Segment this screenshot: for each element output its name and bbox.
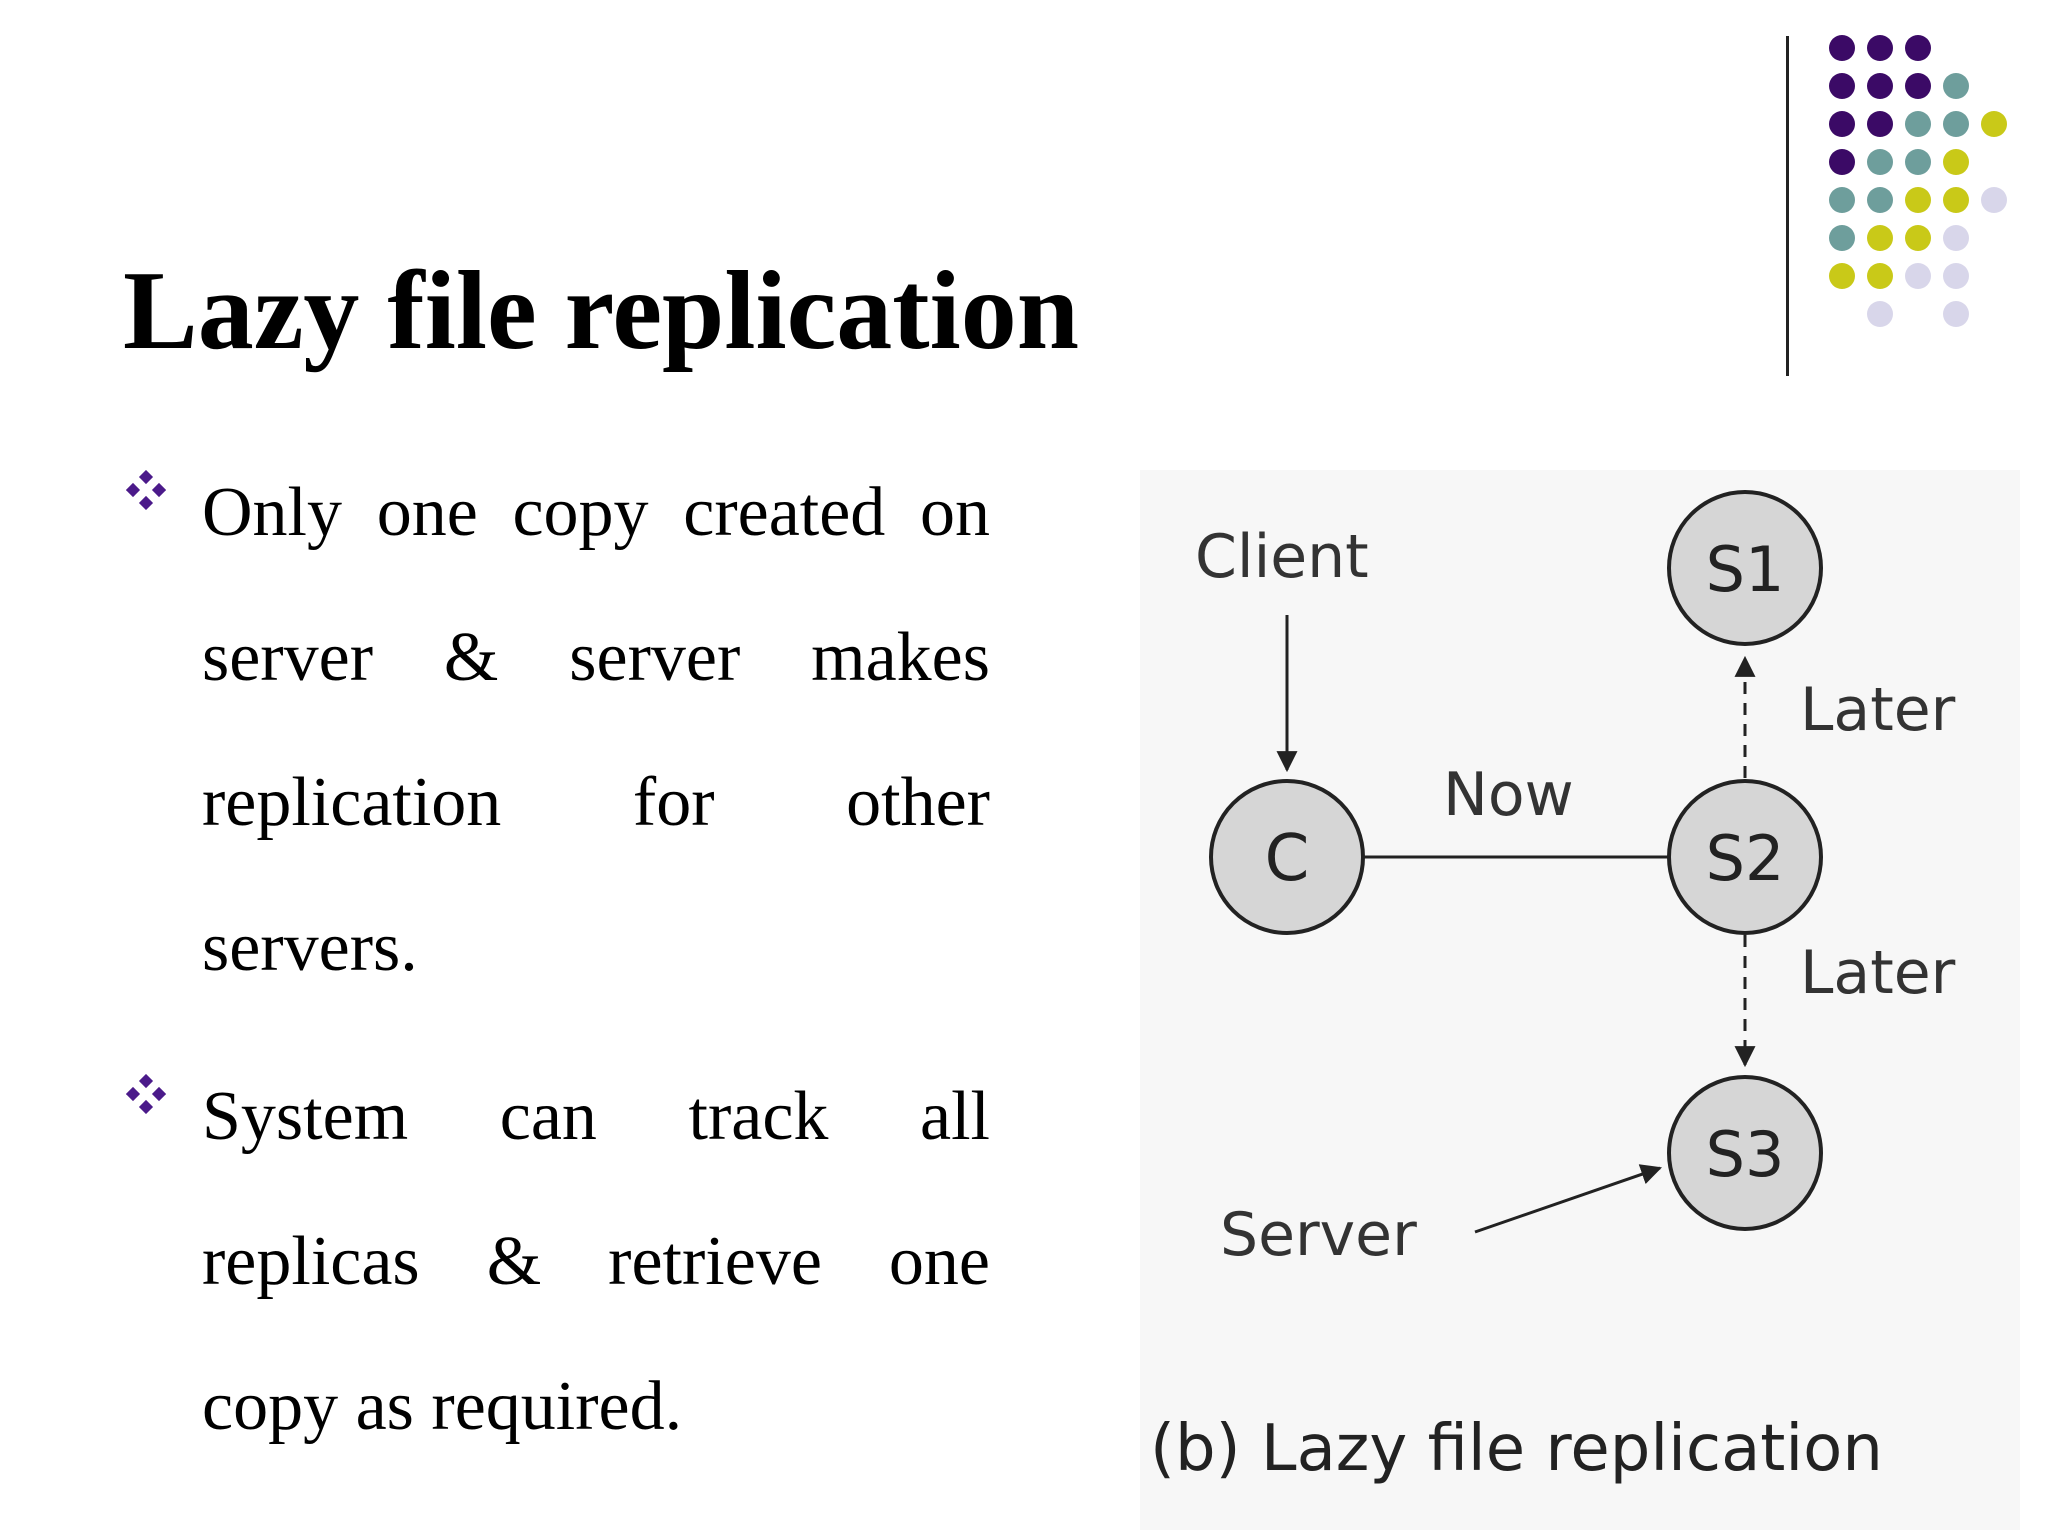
decorative-dot <box>1829 35 1855 61</box>
decorative-dot <box>1943 225 1969 251</box>
node-s3-label: S3 <box>1706 1118 1785 1191</box>
bullet-item: System can track all replicas & retrieve… <box>120 1044 990 1479</box>
decorative-dot <box>1943 149 1969 175</box>
decorative-dot <box>1943 301 1969 327</box>
slide-title: Lazy file replication <box>123 249 1079 374</box>
diamond-bullet-icon <box>126 1074 166 1114</box>
decorative-dot <box>1943 187 1969 213</box>
now-label: Now <box>1443 760 1574 830</box>
decorative-dot <box>1829 149 1855 175</box>
decorative-dot <box>1943 263 1969 289</box>
decorative-dot <box>1981 111 2007 137</box>
node-s3 <box>1667 1075 1823 1231</box>
node-s1-label: S1 <box>1706 533 1785 606</box>
bullet-text: Only one copy created on server & server… <box>202 474 990 986</box>
node-s1 <box>1667 490 1823 646</box>
decorative-dot <box>1867 35 1893 61</box>
bullet-list: Only one copy created on server & server… <box>120 440 990 1503</box>
decorative-dot-grid <box>1829 35 2007 327</box>
decorative-dot <box>1829 73 1855 99</box>
decorative-dot <box>1867 263 1893 289</box>
later-up-label: Later <box>1800 675 1956 745</box>
decorative-dot <box>1867 149 1893 175</box>
replication-diagram-svg: Client C Now S1 S2 S3 Later Later Serve <box>1150 490 1956 1486</box>
decorative-dot <box>1829 187 1855 213</box>
decorative-dot <box>1867 225 1893 251</box>
decorative-dot <box>1829 263 1855 289</box>
decorative-dot <box>1981 187 2007 213</box>
bullet-text: System can track all replicas & retrieve… <box>202 1078 990 1445</box>
replication-diagram: Client C Now S1 S2 S3 Later Later Serve <box>1140 470 2020 1530</box>
decorative-dot <box>1905 73 1931 99</box>
decorative-dot <box>1905 111 1931 137</box>
client-label: Client <box>1195 522 1369 592</box>
bullet-item: Only one copy created on server & server… <box>120 440 990 1020</box>
decorative-dot <box>1905 35 1931 61</box>
decorative-dot <box>1943 111 1969 137</box>
decorative-dot <box>1829 111 1855 137</box>
decorative-divider <box>1786 36 1789 376</box>
decorative-dot <box>1905 149 1931 175</box>
node-s2-label: S2 <box>1706 822 1785 895</box>
later-down-label: Later <box>1800 938 1956 1008</box>
decorative-dot <box>1867 111 1893 137</box>
decorative-dot <box>1905 263 1931 289</box>
server-to-s3-arrow <box>1474 1164 1662 1234</box>
decorative-dot <box>1867 187 1893 213</box>
decorative-dot <box>1829 225 1855 251</box>
decorative-dot <box>1943 73 1969 99</box>
diagram-caption: (b) Lazy file replication <box>1150 1412 1883 1486</box>
server-label: Server <box>1220 1200 1417 1270</box>
decorative-dot <box>1867 73 1893 99</box>
decorative-dot <box>1867 301 1893 327</box>
node-c-label: C <box>1265 822 1310 896</box>
decorative-dot <box>1905 225 1931 251</box>
diamond-bullet-icon <box>126 470 166 510</box>
decorative-dot <box>1905 187 1931 213</box>
node-s2 <box>1667 779 1823 935</box>
